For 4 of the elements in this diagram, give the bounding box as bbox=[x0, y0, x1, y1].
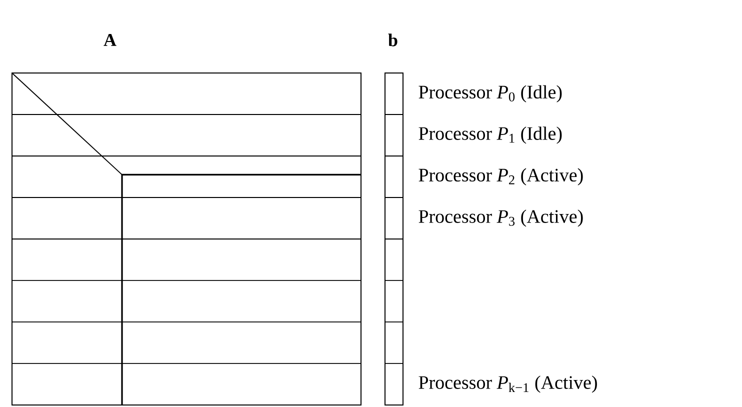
vector: b bbox=[384, 34, 404, 406]
node-label: b bbox=[388, 34, 398, 46]
node-label: A bbox=[104, 34, 116, 46]
matrix: A bbox=[12, 34, 362, 406]
